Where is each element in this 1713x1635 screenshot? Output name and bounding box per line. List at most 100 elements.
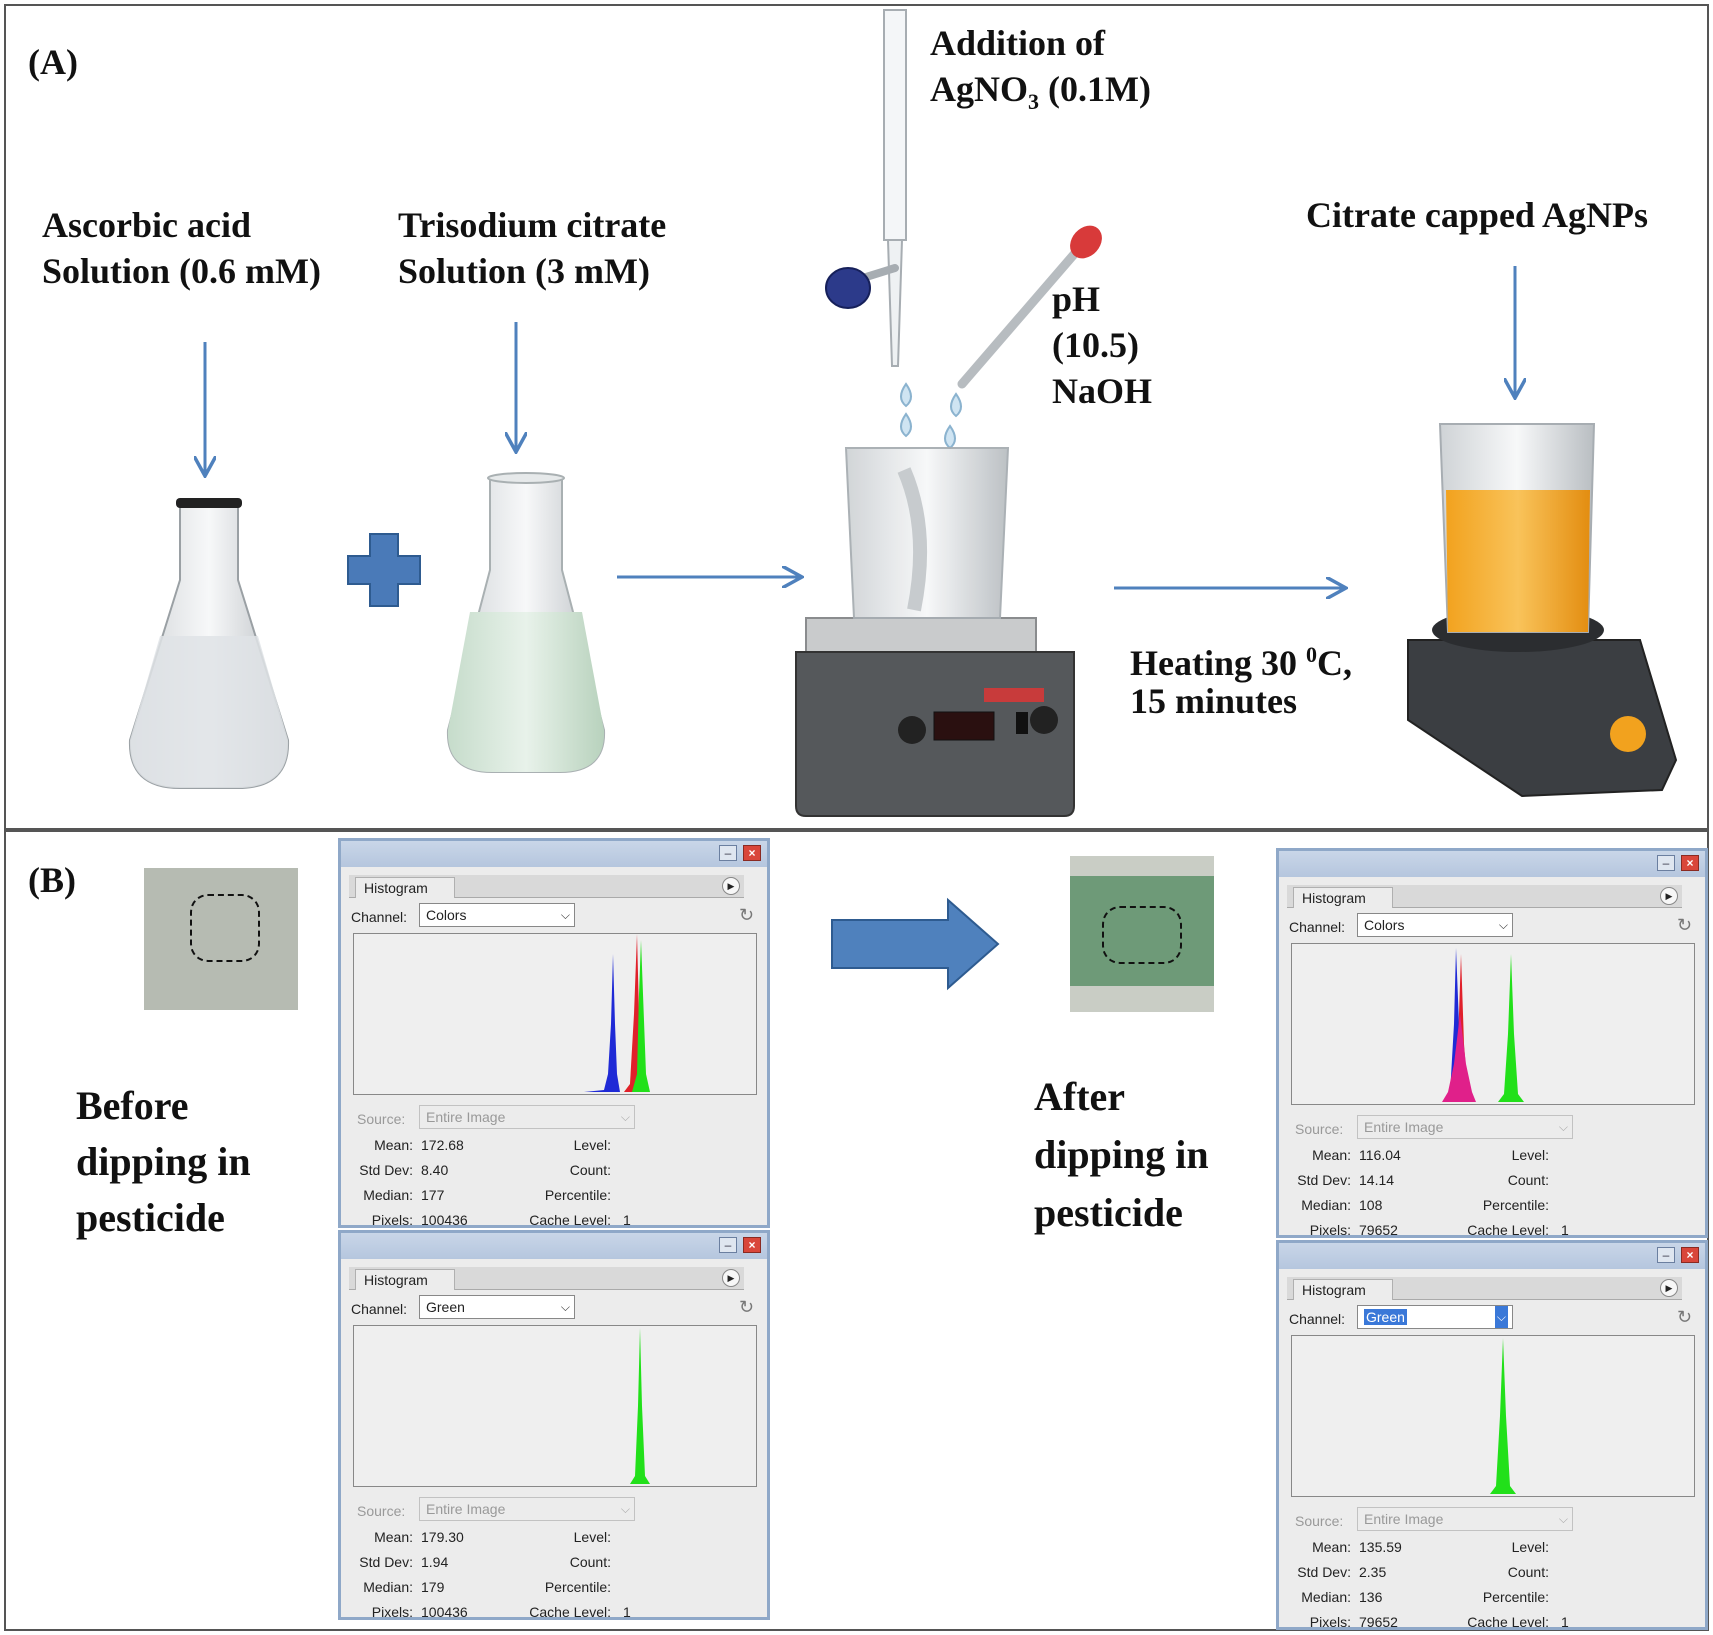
std-label: Std Dev: [359,1162,413,1178]
refresh-icon[interactable]: ↻ [739,905,755,925]
source-value: Entire Image [426,1501,506,1517]
minimize-button[interactable]: – [1657,1247,1675,1263]
channel-select[interactable]: Green ⌵ [419,1295,575,1319]
chevron-down-icon: ⌵ [560,1300,570,1314]
source-select[interactable]: Entire Image⌵ [419,1105,635,1129]
pixels-value: 79652 [1359,1222,1398,1238]
agno3-label-2: AgNO3 (0.1M) [930,66,1151,125]
cache-value: 1 [1561,1222,1569,1238]
agno3-label-1: Addition of [930,23,1106,63]
ph-label-3: NaOH [1052,371,1153,411]
cache-label: Cache Level: [1467,1222,1549,1238]
refresh-icon[interactable]: ↻ [1677,1307,1693,1327]
pixels-value: 79652 [1359,1614,1398,1630]
before-strip-image [144,868,298,1010]
tab-histogram[interactable]: Histogram [1293,1279,1393,1300]
source-select[interactable]: Entire Image⌵ [419,1497,635,1521]
refresh-icon[interactable]: ↻ [739,1297,755,1317]
median-label: Median: [1301,1197,1351,1213]
histogram-window-after-colors: –× Histogram▶ Channel: Colors⌵ ↻ Source:… [1276,848,1708,1238]
cache-value: 1 [623,1212,631,1228]
ph-label-2: (10.5) [1052,325,1139,365]
panel-menu-icon[interactable]: ▶ [722,1269,740,1287]
level-label: Level: [1511,1539,1549,1555]
refresh-icon[interactable]: ↻ [1677,915,1693,935]
source-select[interactable]: Entire Image⌵ [1357,1115,1573,1139]
source-label: Source: [357,1111,406,1127]
product-label: Citrate capped AgNPs [1306,195,1648,235]
window-titlebar[interactable]: –× [1279,1243,1705,1269]
mean-value: 135.59 [1359,1539,1402,1555]
hist-green-curve [1490,1338,1516,1494]
histogram-plot [1291,1335,1695,1497]
close-button[interactable]: × [743,1237,761,1253]
pixels-label: Pixels: [1309,1222,1351,1238]
heating-label-2: 15 minutes [1130,681,1298,721]
cache-label: Cache Level: [529,1604,611,1620]
ascorbic-flask-icon [128,498,290,789]
source-value: Entire Image [1364,1511,1444,1527]
panel-menu-icon[interactable]: ▶ [722,877,740,895]
histogram-graph [630,1328,650,1484]
tab-histogram[interactable]: Histogram [1293,887,1393,908]
after-label-3: pesticide [1034,1190,1183,1235]
chevron-down-icon: ⌵ [1498,918,1508,932]
ascorbic-label-2: Solution (0.6 mM) [42,251,321,291]
mean-label: Mean: [1312,1147,1351,1163]
count-label: Count: [569,1554,611,1570]
tab-histogram[interactable]: Histogram [355,1269,455,1290]
ph-label-1: pH [1052,279,1101,319]
histogram-tab-bar: Histogram ▶ [1287,885,1682,908]
cache-label: Cache Level: [529,1212,611,1228]
window-titlebar[interactable]: –× [341,841,767,867]
mean-value: 172.68 [421,1137,464,1153]
close-button[interactable]: × [1681,855,1699,871]
pixels-value: 100436 [421,1212,468,1228]
percentile-label: Percentile: [544,1579,611,1595]
channel-value: Green [426,1299,465,1315]
chevron-down-icon: ⌵ [1494,1306,1508,1328]
tab-histogram[interactable]: Histogram [355,877,455,898]
close-button[interactable]: × [1681,1247,1699,1263]
mean-label: Mean: [374,1529,413,1545]
histogram-tab-bar: Histogram ▶ [349,1267,744,1290]
channel-select[interactable]: Colors⌵ [1357,913,1513,937]
median-value: 108 [1359,1197,1383,1213]
heating-unit: C, [1317,643,1352,683]
source-select[interactable]: Entire Image⌵ [1357,1507,1573,1531]
panel-menu-icon[interactable]: ▶ [1660,1279,1678,1297]
hist-green-curve [1498,954,1524,1102]
magnetic-stirrer-icon [795,617,1075,817]
agno3-conc: (0.1M) [1039,69,1151,109]
std-value: 14.14 [1359,1172,1395,1188]
window-titlebar[interactable]: –× [1279,851,1705,877]
median-label: Median: [363,1187,413,1203]
count-label: Count: [1507,1564,1549,1580]
panel-menu-icon[interactable]: ▶ [1660,887,1678,905]
histogram-window-before-green: –× Histogram▶ Channel: Green⌵ ↻ Source: … [338,1230,770,1620]
panel-b-label: (B) [28,860,76,900]
heating-label-1: Heating 30 0C, [1130,632,1352,686]
drops-icon [900,382,962,450]
histogram-window-before-colors: –× Histogram▶ Channel: Colors⌵ ↻ Source:… [338,838,770,1228]
channel-select[interactable]: Colors⌵ [419,903,575,927]
close-button[interactable]: × [743,845,761,861]
channel-label: Channel: [1289,1311,1346,1327]
count-label: Count: [1507,1172,1549,1188]
stirring-beaker-icon [844,447,1010,619]
mean-label: Mean: [374,1137,413,1153]
panel-a-label: (A) [28,42,78,82]
citrate-label-1: Trisodium citrate [398,205,667,245]
mean-value: 116.04 [1359,1147,1401,1163]
percentile-label: Percentile: [1482,1589,1549,1605]
channel-label: Channel: [351,1301,408,1317]
window-titlebar[interactable]: –× [341,1233,767,1259]
source-label: Source: [1295,1513,1344,1529]
channel-select[interactable]: Green⌵ [1357,1305,1513,1329]
minimize-button[interactable]: – [719,1237,737,1253]
minimize-button[interactable]: – [719,845,737,861]
pixels-label: Pixels: [1309,1614,1351,1630]
std-label: Std Dev: [1297,1172,1351,1188]
minimize-button[interactable]: – [1657,855,1675,871]
